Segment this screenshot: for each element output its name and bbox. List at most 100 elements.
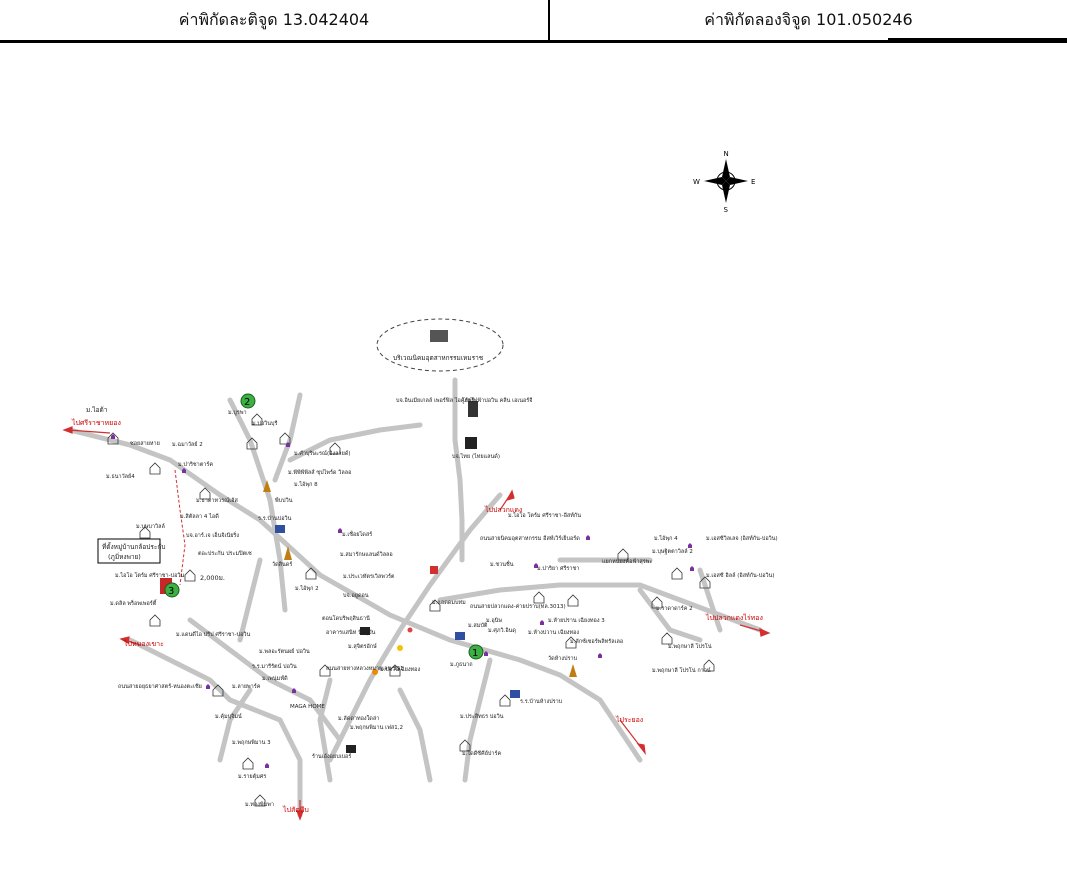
label-43: ม.แอดดมบท่ม bbox=[432, 600, 466, 606]
label-16: ม.พีพีพีพีลส์ ซุปไพร์ด วิลลอ bbox=[288, 469, 351, 476]
site-box-line1: ที่ตั้งหมู่บ้านกล้อประกับ bbox=[102, 542, 165, 551]
marker-1[interactable]: 1 bbox=[468, 644, 484, 660]
label-21: ม.สมารักษแลนด์วิลลอ bbox=[340, 551, 393, 558]
label-4: ม.ฉมาวัลย์ 2 bbox=[172, 441, 203, 448]
label-12: ม.ดลิล พร็อพเพอร์ตี้ bbox=[110, 599, 157, 607]
label-64: ม.เพนุ่มฟ์ดิ bbox=[262, 675, 288, 682]
label-20: ม.เชื่อยไดสร์ bbox=[342, 530, 372, 538]
label-33: ม.ปาริยา ศรีราชา bbox=[537, 565, 579, 572]
label-51: วัดห้างปราบ bbox=[548, 655, 578, 662]
label-45: ม.สมบัติ bbox=[468, 622, 488, 629]
label-32: ม.ชวนชื่น bbox=[490, 560, 514, 568]
label-22: วัดสินดร์ bbox=[272, 561, 292, 568]
label-8: ม.บุษบาวิลล์ bbox=[136, 523, 165, 530]
label-71: ม.แดนดีไอ ปรีป ศรีราชา-บ่อวิน bbox=[176, 631, 251, 638]
label-2: ซอยสายหาย bbox=[130, 440, 160, 447]
label-60: ม.สุจิตรอักษ์ bbox=[348, 643, 377, 650]
direction-arrows bbox=[62, 426, 771, 821]
marker-3[interactable]: 3 bbox=[160, 578, 180, 598]
industrial-zone: บริเวณนิคมอุตสาหกรรมเหมราช bbox=[376, 318, 504, 372]
label-29: ไปปลวกแดง bbox=[484, 505, 522, 514]
marker-1-label: 1 bbox=[472, 648, 478, 659]
label-30: ม.ไอโอ โตร์ม ศรีราชา-อีสท์กัน bbox=[508, 511, 581, 519]
label-66: ม.ลัดดาทองใดล่า bbox=[338, 715, 379, 722]
label-77: ไปสัตหีบ bbox=[282, 805, 309, 814]
route-to-site bbox=[174, 469, 186, 586]
label-25: บจ.อยูดอน bbox=[343, 593, 369, 599]
label-31: ถนนสายนิคมอุตสาหกรรม อีสท์เวิร์เย็บอร์ด bbox=[480, 534, 580, 542]
label-7: ม.สิตัลลา 4 ไอดี bbox=[180, 513, 219, 520]
label-18: พืบบ่วิน bbox=[275, 497, 293, 504]
compass-rose-icon: N S E W bbox=[693, 150, 755, 214]
label-73: ม.พฤกษพิมาน 3 bbox=[232, 739, 271, 746]
label-1: ไปศรีราชาหยอง bbox=[71, 418, 121, 427]
label-9: บจ.อาร์.เจ เอ็นจิเนียริ่ง bbox=[186, 531, 239, 539]
distance-label: 2,000ม. bbox=[200, 574, 225, 582]
label-35: ม.บุษฐิตตาวิลล์ 2 bbox=[652, 548, 693, 555]
site-box: ที่ตั้งหมู่บ้านกล้อประกับ (ภูมิ่หงพาย) bbox=[97, 538, 165, 564]
label-67: ม.พฤกษพิมาน เฟส1,2 bbox=[350, 724, 403, 731]
label-57: ถนนสายทางหลวงหมายเลข 331 bbox=[326, 665, 404, 672]
label-41: ม.พฤกษาลี โปรโน่ bbox=[668, 642, 712, 650]
marker-2-label: 2 bbox=[244, 397, 250, 408]
header-underline bbox=[888, 38, 1067, 40]
label-38: ม.เอสซี ฮิลล์ (อิสท์กัน-บ่อวิน) bbox=[706, 572, 775, 579]
label-44: ถนนสายปลวกแดง-ค่ายปราบ(ทล.3013) bbox=[470, 603, 566, 610]
landmark-icons bbox=[263, 401, 577, 753]
label-46: ม.อุนิษ bbox=[486, 617, 502, 624]
label-10: ตอะประกัน ประมปิตเซ bbox=[198, 550, 252, 557]
label-53: ร.ร.บ้านห้างปราบ bbox=[520, 698, 563, 705]
label-11: ม.ไอโอ โตร์ม ศรีราชา-บ่อวิน bbox=[115, 571, 184, 579]
label-36: ม.เอสซีวิลเลจ (อิสท์กัน-บ่อวิน) bbox=[706, 535, 778, 542]
road-network bbox=[67, 377, 763, 818]
purple-house-icons bbox=[111, 434, 694, 768]
label-68: MAGA HOME bbox=[290, 704, 325, 710]
map-labels: ม.ไอต้า ไปศรีราชาหยอง ซอยสายหาย ม.ธนาวัล… bbox=[71, 396, 778, 814]
site-box-line2: (ภูมิ่หงพาย) bbox=[108, 552, 141, 561]
label-65: ม.ลายพาร์ค bbox=[232, 683, 261, 690]
label-76: ม.ทองพิมพา bbox=[245, 801, 274, 808]
power-plant-icon bbox=[468, 401, 478, 417]
label-69: ม.คุ้มบุจิมน์ bbox=[215, 713, 242, 720]
house-icons bbox=[107, 413, 715, 807]
label-40: ไปปลวกแดงไร่ทอง bbox=[705, 613, 763, 622]
label-62: ร.ร.มารีรัตน์ บ่อวิน bbox=[252, 663, 297, 670]
label-27: โรงไฟฟ้าบ่อวิน คลีน เอเนอร์จี bbox=[462, 396, 533, 404]
label-37: แยกหนองค้อฟ้าสุรพะ bbox=[602, 558, 652, 565]
label-63: ม.พลอะรัตนผย์ บ่อวิน bbox=[259, 648, 310, 655]
label-49: ม.ห้ายปราน เฉียงทอง 3 bbox=[548, 617, 605, 624]
label-0: ม.ไอต้า bbox=[86, 406, 108, 414]
label-6: ม.ธาดาทวรณ์เฮ้ส bbox=[196, 497, 238, 504]
label-61: ม.บ่อวินเฉียงทอง bbox=[380, 666, 420, 673]
label-24: ม.ประเวทัตรเวิลพวร์ต bbox=[343, 573, 395, 580]
label-74: ร้านเอ้งอยบเบอร์ bbox=[312, 753, 351, 760]
label-47: ม.ศุภวิ.อินดุ bbox=[488, 627, 516, 634]
longitude-cell: ค่าพิกัดลองจิจูด 101.050246 bbox=[550, 0, 1067, 40]
marker-2[interactable]: 2 bbox=[240, 393, 256, 409]
label-14: ม.บ่อวินบุรี bbox=[252, 420, 278, 427]
marker-3-label: 3 bbox=[168, 586, 174, 597]
label-52: ม.ภูธนาถ bbox=[450, 661, 473, 668]
label-5: ม.ปาริชาตาร์ค bbox=[178, 461, 213, 468]
label-3: ม.ธนาวัลย์4 bbox=[106, 473, 135, 480]
latitude-text: ค่าพิกัดละติจูด 13.042404 bbox=[178, 9, 370, 29]
label-70: ถนนสายอยุธยาศาสตร์-หนองตะเชีย bbox=[118, 683, 202, 690]
label-26: บจ.อินเมียเกลล์ เพอร์ฟิล ไอคูส์พร์ bbox=[396, 397, 474, 404]
label-54: ไประยอง bbox=[615, 715, 643, 724]
industrial-zone-label: บริเวณนิคมอุตสาหกรรมเหมราช bbox=[393, 354, 484, 362]
label-59: อาคารแสนิท ปัจจุบัน bbox=[326, 629, 376, 636]
compass-s: S bbox=[724, 206, 729, 214]
label-28: บจ.ไทย (ไทยแลนด์) bbox=[452, 453, 500, 460]
label-58: ตอนโดบริพฤสินธานี bbox=[322, 614, 370, 622]
label-23: ม.ไอ้พุก 2 bbox=[295, 585, 319, 592]
compass-w: W bbox=[693, 178, 700, 186]
label-50: ม.ลักซ์เซอร์พลิทรัลเลอ bbox=[570, 638, 623, 645]
label-19: ร.ร.บ้านบ่อวิน bbox=[258, 515, 292, 522]
label-55: ม.ประสิทธร บ่อวิน bbox=[460, 713, 504, 720]
label-75: ม.รายตุ้มศร bbox=[238, 773, 266, 780]
compass-e: E bbox=[751, 178, 755, 186]
coordinate-header: ค่าพิกัดละติจูด 13.042404 ค่าพิกัดลองจิจ… bbox=[0, 0, 1067, 43]
label-48: ม.ห้างบ่วาน เฉียงทอง bbox=[528, 629, 579, 636]
latitude-cell: ค่าพิกัดละติจูด 13.042404 bbox=[0, 0, 550, 40]
